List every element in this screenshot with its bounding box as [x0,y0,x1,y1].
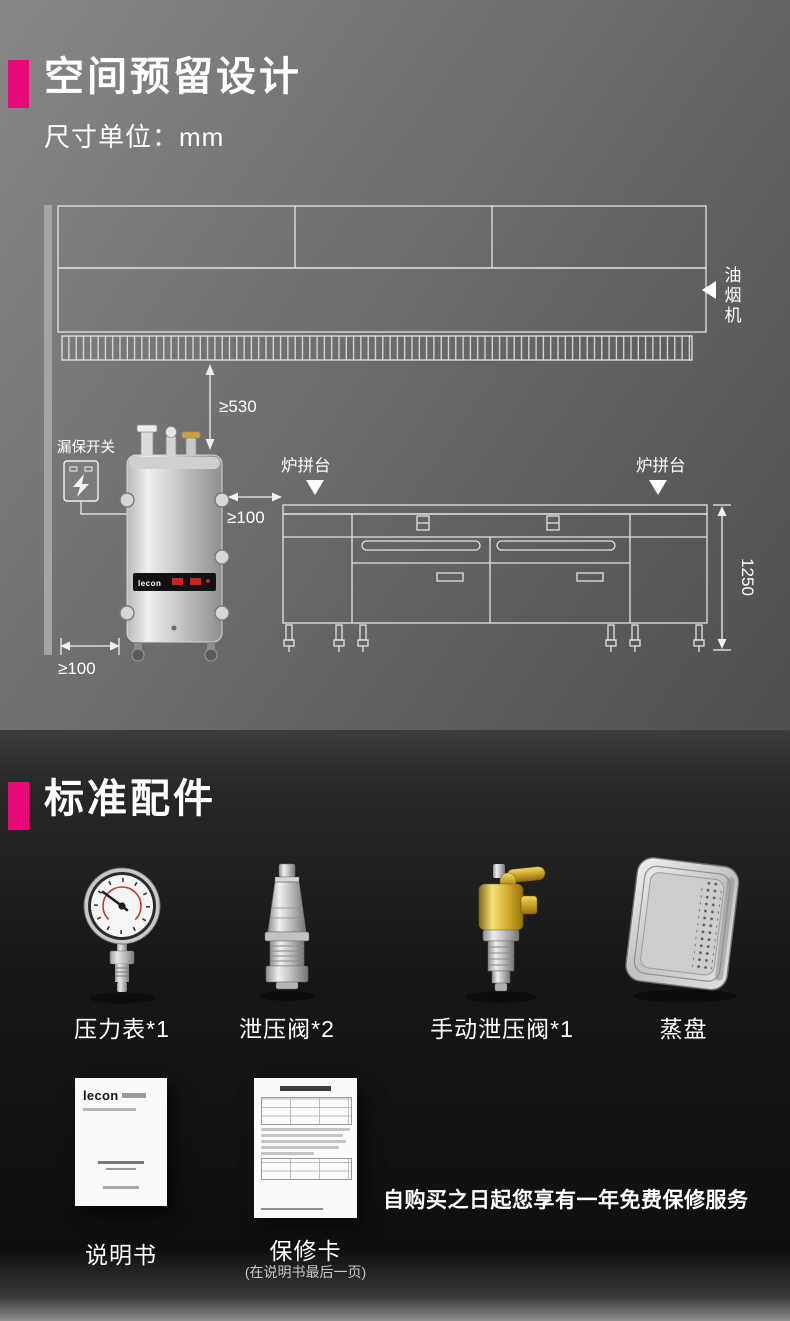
logo-tagline-bar [122,1093,147,1098]
drain-port [171,625,177,631]
left-arrow-icon [702,281,716,299]
accessory-steam-tray: 蒸盘 [606,856,761,1044]
pressure-gauge-icon [83,867,161,1004]
warranty-card [254,1078,357,1218]
counter-label-left: 炉拼台 [281,456,331,495]
machine-brand: lecon [138,579,161,588]
title-accent-bar [8,782,29,830]
relief-valve-icon [259,863,315,1001]
switch-wire [80,501,127,515]
text-placeholder-line [261,1152,315,1155]
svg-text:炉拼台: 炉拼台 [281,456,331,475]
space-design-section: 空间预留设计 尺寸单位：mm [0,0,790,730]
text-placeholder-line [106,1167,136,1170]
generator-body [126,454,223,643]
down-arrow-icon [649,480,667,495]
dim-bottom-clearance: ≥100 [58,638,120,678]
text-placeholder-line [279,1086,332,1091]
installation-diagram: 油烟机 ≥530 漏保开关 [44,205,757,678]
accessory-label: 泄压阀*2 [239,1016,335,1042]
text-placeholder-line [83,1108,137,1111]
range-hood [57,205,707,361]
tray-perforations [691,880,722,974]
leakage-switch-label: 漏保开关 [57,439,115,456]
text-placeholder-line [98,1160,144,1164]
hood-label-group: 油烟机 [702,266,741,326]
dim-side-clearance: ≥100 [227,492,282,527]
unit-label: 尺寸单位：mm [44,122,225,152]
bottom-section-title: 标准配件 [44,777,216,821]
counter-legs [283,624,705,652]
top-pipes [136,424,201,457]
accessory-label: 手动泄压阀*1 [430,1016,574,1042]
manual-book: lecon [75,1078,167,1206]
accessory-relief-valve: 泄压阀*2 [237,856,337,1044]
text-placeholder-line [103,1186,139,1189]
brass-valve [181,431,201,439]
door-handle [576,572,604,582]
steam-tray-icon [624,857,739,1003]
text-placeholder-line [261,1146,340,1149]
burner-marks [416,515,560,531]
accessories-section [0,730,790,1321]
down-arrow-icon [306,480,324,495]
dim-hood-clearance: ≥530 [205,364,257,450]
leakage-switch-group: 漏保开关 [57,439,127,515]
manual-relief-valve-icon [465,864,546,1003]
counter [282,504,708,652]
text-placeholder-line [261,1207,324,1210]
manual-footer-block [83,1186,159,1189]
warranty-notice: 自购买之日起您享有一年免费保修服务 [383,1189,749,1212]
hood-label: 油烟机 [722,266,742,326]
text-placeholder-line [261,1128,350,1131]
steam-generator: lecon [119,424,230,662]
warranty-table [261,1096,352,1125]
dim-100-bottom-label: ≥100 [58,659,96,678]
manual-logo-row: lecon [83,1087,159,1105]
dim-1250-label: 1250 [738,558,757,596]
accessory-pressure-gauge: 压力表*1 [72,856,172,1044]
dim-530-label: ≥530 [219,397,257,416]
warranty-note: (在说明书最后一页) [244,1264,367,1280]
hood-vent-grille [61,335,693,361]
warranty-sign-table [261,1158,352,1180]
dim-counter-height: 1250 [713,504,757,651]
caster-wheel [131,648,145,662]
manual-label: 说明书 [85,1242,157,1268]
title-accent-bar [8,60,29,108]
wall [44,205,52,655]
text-placeholder-line [261,1134,343,1137]
svg-text:炉拼台: 炉拼台 [636,456,686,475]
door-handle [436,572,464,582]
dim-100-side-label: ≥100 [227,508,265,527]
caster-wheel [204,648,218,662]
accessory-label: 蒸盘 [659,1016,708,1042]
counter-label-right: 炉拼台 [636,456,686,495]
top-section-title: 空间预留设计 [44,55,302,99]
accessory-label: 压力表*1 [74,1016,170,1042]
lightning-icon [73,474,89,497]
manual-title-block [83,1160,159,1170]
accessory-manual-relief-valve: 手动泄压阀*1 [422,856,582,1044]
manual-brand-logo: lecon [83,1088,119,1103]
text-placeholder-line [261,1140,347,1143]
side-clamps [119,492,230,621]
warranty-label: 保修卡 [269,1238,342,1264]
